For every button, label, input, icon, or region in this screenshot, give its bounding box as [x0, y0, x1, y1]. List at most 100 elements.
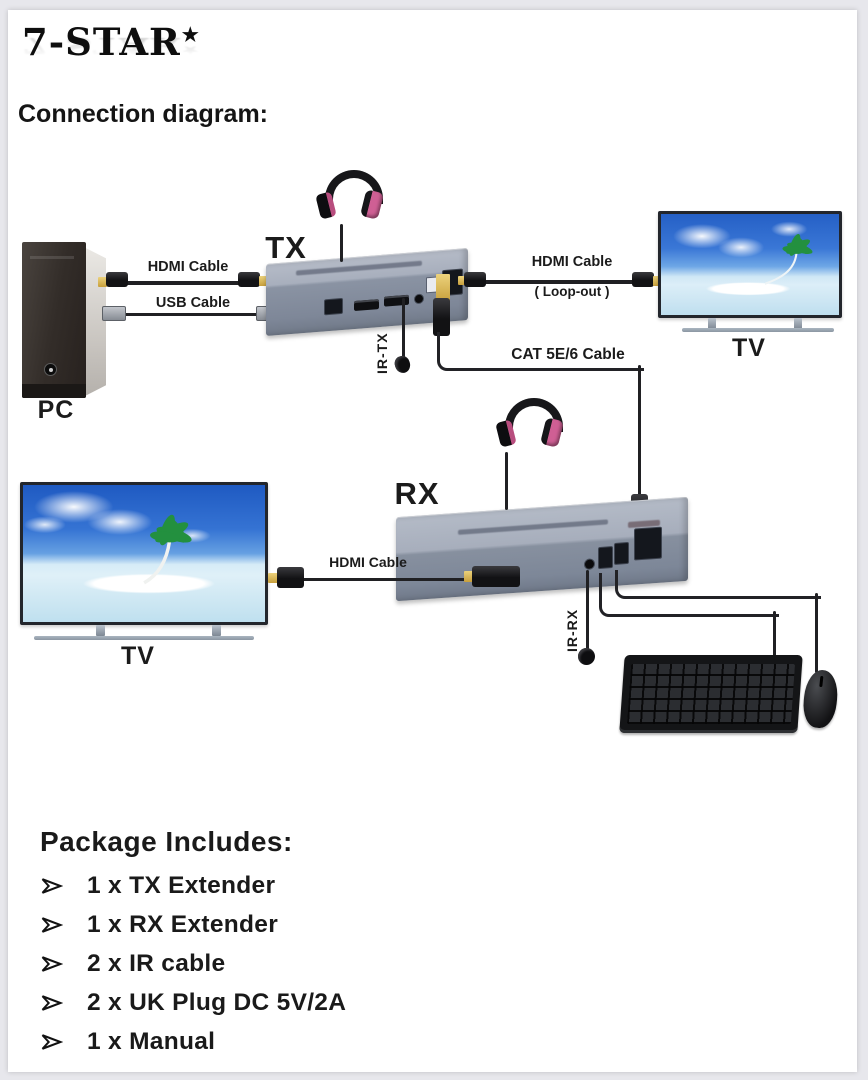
rx-rj45-port	[634, 526, 662, 561]
brand-logo-reflection: 7-STAR★	[22, 32, 200, 59]
list-item: 2 x UK Plug DC 5V/2A	[40, 989, 680, 1017]
cat-cable-plug-tx	[433, 298, 450, 336]
ir-rx-emitter	[578, 648, 595, 665]
cat-cable-segment	[437, 332, 644, 371]
pc-tower	[22, 242, 86, 398]
rx-ir-jack	[584, 558, 595, 571]
hdmi-cable-tv-label: HDMI Cable	[329, 554, 407, 570]
usb-plug	[102, 306, 126, 321]
package-item-text: 2 x IR cable	[87, 950, 226, 977]
hdmi-cable-pc-line	[110, 281, 246, 285]
hdmi-plug-tip	[98, 277, 107, 287]
mouse	[801, 668, 840, 730]
ir-rx-cable	[586, 570, 589, 650]
hdmi-plug	[464, 272, 486, 287]
package-list: 1 x TX Extender 1 x RX Extender 2 x IR c…	[40, 872, 680, 1056]
pc-tower-base	[22, 384, 86, 398]
package-item-text: 1 x Manual	[87, 1028, 216, 1055]
list-item: 1 x RX Extender	[40, 911, 680, 939]
tv-top-screen	[661, 214, 839, 315]
package-includes-section: Package Includes: 1 x TX Extender 1 x RX…	[40, 826, 680, 1067]
arrow-bullet-icon	[41, 917, 63, 933]
palm-tree-icon	[765, 233, 813, 285]
headphone-cable-tx	[340, 224, 343, 262]
hdmi-plug-tip	[458, 276, 466, 285]
tv-bottom-leg	[212, 625, 221, 636]
arrow-bullet-icon	[41, 878, 63, 894]
package-item-text: 1 x RX Extender	[87, 911, 279, 938]
package-item-text: 1 x TX Extender	[87, 872, 276, 899]
cat-cable-label: CAT 5E/6 Cable	[511, 346, 625, 363]
arrow-bullet-icon	[41, 1034, 63, 1050]
hdmi-cable-pc-label: HDMI Cable	[147, 259, 229, 275]
hdmi-plug-tip	[268, 573, 278, 583]
section-title: Connection diagram:	[18, 100, 269, 128]
list-item: 1 x TX Extender	[40, 872, 680, 900]
usb-cable-keyboard	[773, 611, 776, 657]
headphone-cable-rx	[505, 452, 508, 510]
rj45-plug-gold	[436, 274, 450, 302]
brand-star-icon: ★	[181, 24, 200, 46]
hdmi-plug-tip	[464, 571, 473, 582]
tv-top-leg	[708, 318, 716, 329]
tv-bottom-label: TV	[121, 642, 155, 670]
hdmi-plug-rx	[472, 566, 520, 587]
tx-hdmi-out-port	[354, 299, 379, 312]
rx-device-label: RX	[394, 476, 440, 511]
tx-top-print	[296, 260, 422, 276]
usb-cable-mouse	[815, 593, 818, 673]
hdmi-cable-tv-line	[300, 578, 478, 581]
arrow-bullet-icon	[41, 956, 63, 972]
tv-top-leg	[794, 318, 802, 329]
hdmi-loopout-line	[468, 280, 658, 284]
hdmi-plug	[106, 272, 128, 287]
usb-cable-keyboard	[599, 573, 779, 617]
rx-top-print	[458, 519, 608, 535]
cat-cable-segment	[637, 365, 641, 497]
tx-hdmi-loop-port	[384, 294, 409, 307]
ir-rx-label: IR-RX	[564, 608, 580, 652]
hdmi-plug-tip	[259, 276, 268, 286]
keyboard-keys	[626, 664, 796, 724]
tv-top	[658, 211, 842, 318]
rx-usb-port-2	[614, 541, 629, 565]
hdmi-loopout-label-1: HDMI Cable	[531, 254, 613, 270]
list-item: 2 x IR cable	[40, 950, 680, 978]
power-button-icon	[44, 363, 57, 376]
package-title: Package Includes:	[40, 826, 293, 857]
hdmi-plug	[238, 272, 260, 287]
tv-top-label: TV	[732, 334, 766, 362]
tv-bottom	[20, 482, 268, 625]
hdmi-plug	[632, 272, 654, 287]
hdmi-loopout-label-2: ( Loop-out )	[534, 284, 610, 299]
document-page: 7-STAR★ 7-STAR★ Connection diagram: PC H…	[8, 10, 857, 1072]
ir-tx-emitter	[392, 354, 413, 375]
tx-ir-jack	[414, 293, 424, 305]
tx-device-label: TX	[265, 230, 307, 265]
headphones-icon	[315, 168, 384, 224]
rx-usb-port-1	[598, 546, 613, 570]
headphones-icon	[495, 396, 564, 452]
usb-cable-pc-line	[112, 313, 260, 316]
list-item: 1 x Manual	[40, 1028, 680, 1056]
tv-bottom-screen	[23, 485, 265, 622]
hdmi-plug-tip	[653, 276, 661, 286]
pc-drive-slot	[30, 256, 74, 259]
ir-tx-cable	[402, 298, 405, 358]
tx-usb-b-port	[324, 297, 343, 316]
usb-cable-mouse	[615, 570, 821, 599]
headphone-band	[505, 398, 563, 432]
tv-bottom-leg	[96, 625, 105, 636]
tv-top-stand	[682, 328, 834, 332]
brand-text: 7-STAR	[22, 20, 181, 64]
package-item-text: 2 x UK Plug DC 5V/2A	[87, 989, 347, 1016]
tv-bottom-stand	[34, 636, 254, 640]
ir-tx-label: IR-TX	[374, 332, 390, 374]
brand-logo: 7-STAR★	[22, 20, 200, 64]
headphone-band	[325, 170, 383, 204]
pc-label: PC	[37, 396, 75, 424]
arrow-bullet-icon	[41, 995, 63, 1011]
usb-cable-pc-label: USB Cable	[155, 295, 231, 311]
keyboard	[619, 655, 803, 733]
